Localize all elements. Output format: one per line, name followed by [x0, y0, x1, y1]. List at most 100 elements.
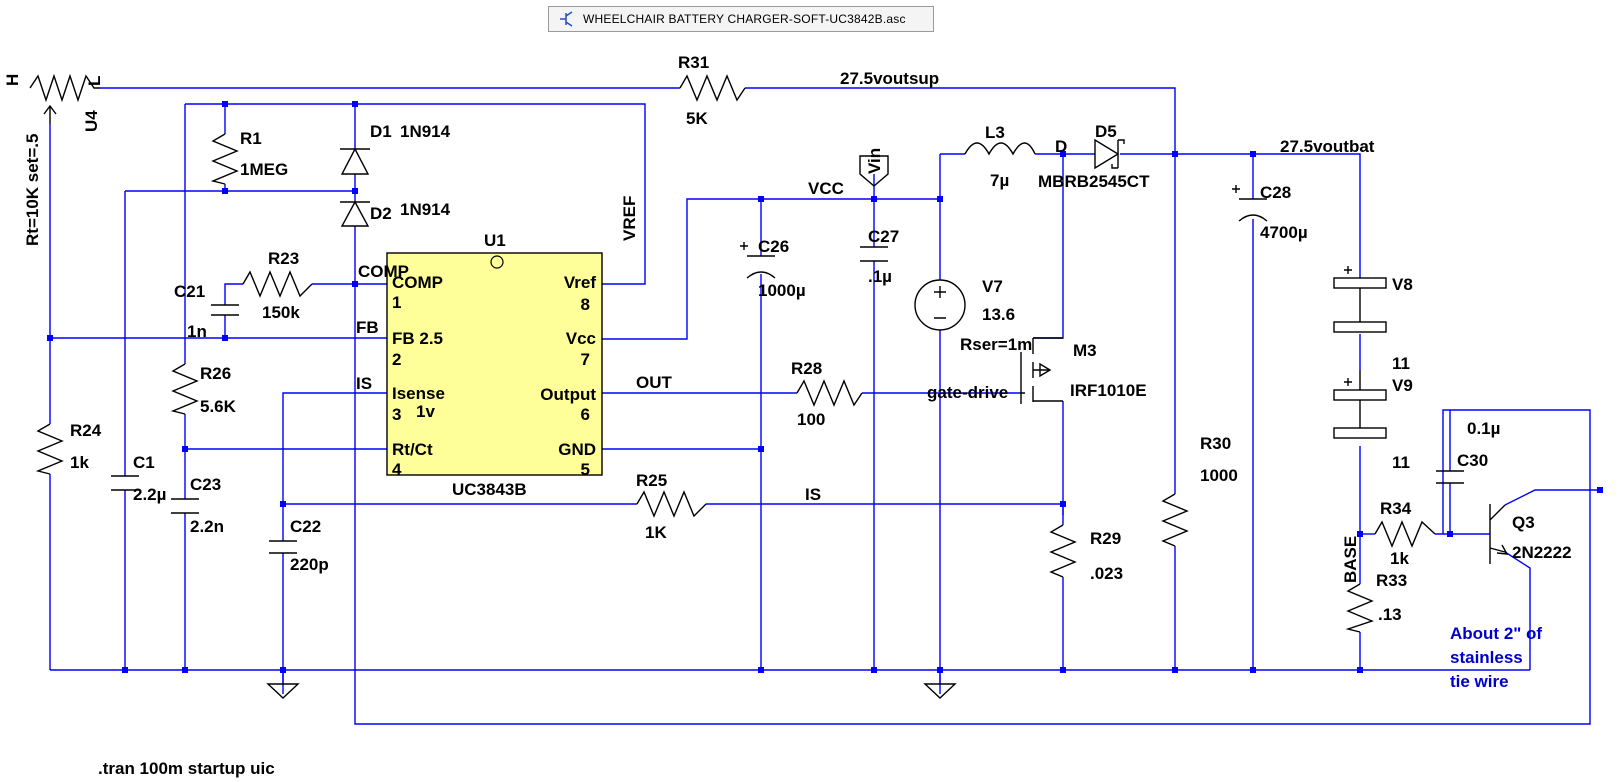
r23-ref-label: R23 [268, 249, 299, 268]
u1-pin-comp-label: COMP [392, 273, 443, 292]
r31-resistor[interactable]: R31 5K [678, 53, 746, 128]
u1-pin-isense-num: 3 [392, 405, 401, 424]
l3-value-label: 7µ [990, 171, 1009, 190]
d2-ref-label: D2 [370, 204, 392, 223]
note-line-2: stainless [1450, 648, 1523, 667]
l3-inductor[interactable]: L3 7µ [964, 123, 1036, 190]
u1-pin-gnd-label: GND [558, 440, 596, 459]
r34-value-label: 1k [1390, 549, 1409, 568]
c30-value-label: 0.1µ [1467, 419, 1500, 438]
c26-value-label: 1000µ [758, 281, 806, 300]
note-block: About 2" of stainless tie wire [1450, 624, 1542, 691]
m3-value-label: IRF1010E [1070, 381, 1147, 400]
u1-ic[interactable]: U1 UC3843B COMP 1 FB 2.5 2 Isense 3 1v R… [386, 231, 603, 499]
net-label-comp: COMP [358, 262, 409, 281]
net-label-d: D [1055, 137, 1067, 156]
d2-diode[interactable]: D2 1N914 [340, 200, 451, 227]
c23-value-label: 2.2n [190, 517, 224, 536]
u4-potentiometer[interactable]: H L U4 Rt=10K set=.5 [3, 74, 104, 246]
c1-capacitor[interactable]: C1 2.2µ [111, 453, 166, 504]
u4-h-label: H [3, 74, 22, 86]
c1-value-label: 2.2µ [133, 485, 166, 504]
r28-value-label: 100 [797, 410, 825, 429]
c1-ref-label: C1 [133, 453, 155, 472]
c21-ref-label: C21 [174, 282, 205, 301]
r24-resistor[interactable]: R24 1k [35, 421, 102, 475]
c21-value-label: 1n [187, 322, 207, 341]
d1-diode[interactable]: D1 1N914 [340, 122, 451, 175]
v8-ref-label: V8 [1392, 275, 1413, 294]
c28-capacitor[interactable]: C28 4700µ [1232, 183, 1308, 242]
r33-resistor[interactable]: R33 .13 [1345, 571, 1407, 633]
u1-pin-fb-label: FB 2.5 [392, 329, 443, 348]
net-label-vref: VREF [620, 196, 639, 241]
r23-resistor[interactable]: R23 150k [242, 249, 313, 322]
window-title-text: WHEELCHAIR BATTERY CHARGER-SOFT-UC3842B.… [583, 12, 906, 26]
m3-mosfet[interactable]: M3 IRF1010E [1020, 337, 1147, 404]
v7-param-label: Rser=1m [960, 335, 1032, 354]
v9-battery[interactable]: V9 11 [1333, 370, 1413, 472]
net-label-voutsup: 27.5voutsup [840, 69, 939, 88]
spice-directive[interactable]: .tran 100m startup uic [98, 759, 275, 778]
c27-value-label: .1µ [868, 267, 892, 286]
u1-pin-fb-num: 2 [392, 350, 401, 369]
r25-value-label: 1K [645, 523, 667, 542]
c23-capacitor[interactable]: C23 2.2n [171, 475, 224, 536]
net-label-is-mid: IS [805, 485, 821, 504]
c21-capacitor[interactable]: C21 1n [174, 282, 239, 341]
r28-resistor[interactable]: R28 100 [791, 359, 863, 429]
v8-battery[interactable]: V8 11 [1333, 266, 1413, 373]
r30-resistor[interactable]: R30 1000 [1161, 434, 1238, 547]
vin-net-label: Vin [865, 148, 884, 174]
c22-capacitor[interactable]: C22 220p [269, 517, 329, 574]
r29-value-label: .023 [1090, 564, 1123, 583]
net-label-base: BASE [1341, 536, 1360, 583]
v9-value-label: 11 [1392, 453, 1410, 472]
r25-resistor[interactable]: R25 1K [636, 471, 707, 542]
v7-voltage-source[interactable]: V7 13.6 Rser=1m [914, 277, 1032, 354]
net-label-voutbat: 27.5voutbat [1280, 137, 1375, 156]
schematic-canvas[interactable]: H L U4 Rt=10K set=.5 R31 5K R1 1MEG D1 1… [0, 34, 1622, 782]
c22-value-label: 220p [290, 555, 329, 574]
u4-param-label: Rt=10K set=.5 [23, 134, 42, 246]
wires [49, 87, 1600, 725]
u4-l-label: L [85, 76, 104, 86]
c30-capacitor[interactable]: 0.1µ C30 [1436, 419, 1500, 484]
r31-ref-label: R31 [678, 53, 709, 72]
r26-ref-label: R26 [200, 364, 231, 383]
u4-ref-label: U4 [82, 110, 101, 132]
c27-capacitor[interactable]: C27 .1µ [860, 227, 899, 286]
r30-value-label: 1000 [1200, 466, 1238, 485]
c26-capacitor[interactable]: C26 1000µ [740, 237, 806, 300]
q3-value-label: 2N2222 [1512, 543, 1572, 562]
d1-value-label: 1N914 [400, 122, 451, 141]
vin-net-flag[interactable]: Vin [859, 148, 889, 187]
u1-pin-vref-label: Vref [564, 273, 596, 292]
r24-ref-label: R24 [70, 421, 102, 440]
u1-ref-label: U1 [484, 231, 506, 250]
u1-pin-rtct-label: Rt/Ct [392, 440, 433, 459]
q3-ref-label: Q3 [1512, 513, 1535, 532]
r26-resistor[interactable]: R26 5.6K [170, 363, 237, 416]
u1-pin-gnd-num: 5 [581, 460, 590, 479]
r33-ref-label: R33 [1376, 571, 1407, 590]
r29-resistor[interactable]: R29 .023 [1049, 524, 1123, 583]
m3-ref-label: M3 [1073, 341, 1097, 360]
c27-ref-label: C27 [868, 227, 899, 246]
ground-symbol-mid [923, 683, 957, 699]
r23-value-label: 150k [262, 303, 300, 322]
r29-ref-label: R29 [1090, 529, 1121, 548]
r1-resistor[interactable]: R1 1MEG [210, 129, 288, 185]
u1-part-label: UC3843B [452, 480, 527, 499]
r26-value-label: 5.6K [200, 397, 237, 416]
q3-npn-transistor[interactable]: Q3 2N2222 [1489, 504, 1572, 564]
r33-value-label: .13 [1378, 605, 1402, 624]
c28-ref-label: C28 [1260, 183, 1291, 202]
d5-schottky-diode[interactable]: D5 MBRB2545CT [1038, 122, 1150, 191]
r1-value-label: 1MEG [240, 160, 288, 179]
net-label-vcc: VCC [808, 179, 844, 198]
d1-ref-label: D1 [370, 122, 392, 141]
r34-resistor[interactable]: R34 1k [1374, 499, 1436, 568]
c22-ref-label: C22 [290, 517, 321, 536]
c23-ref-label: C23 [190, 475, 221, 494]
